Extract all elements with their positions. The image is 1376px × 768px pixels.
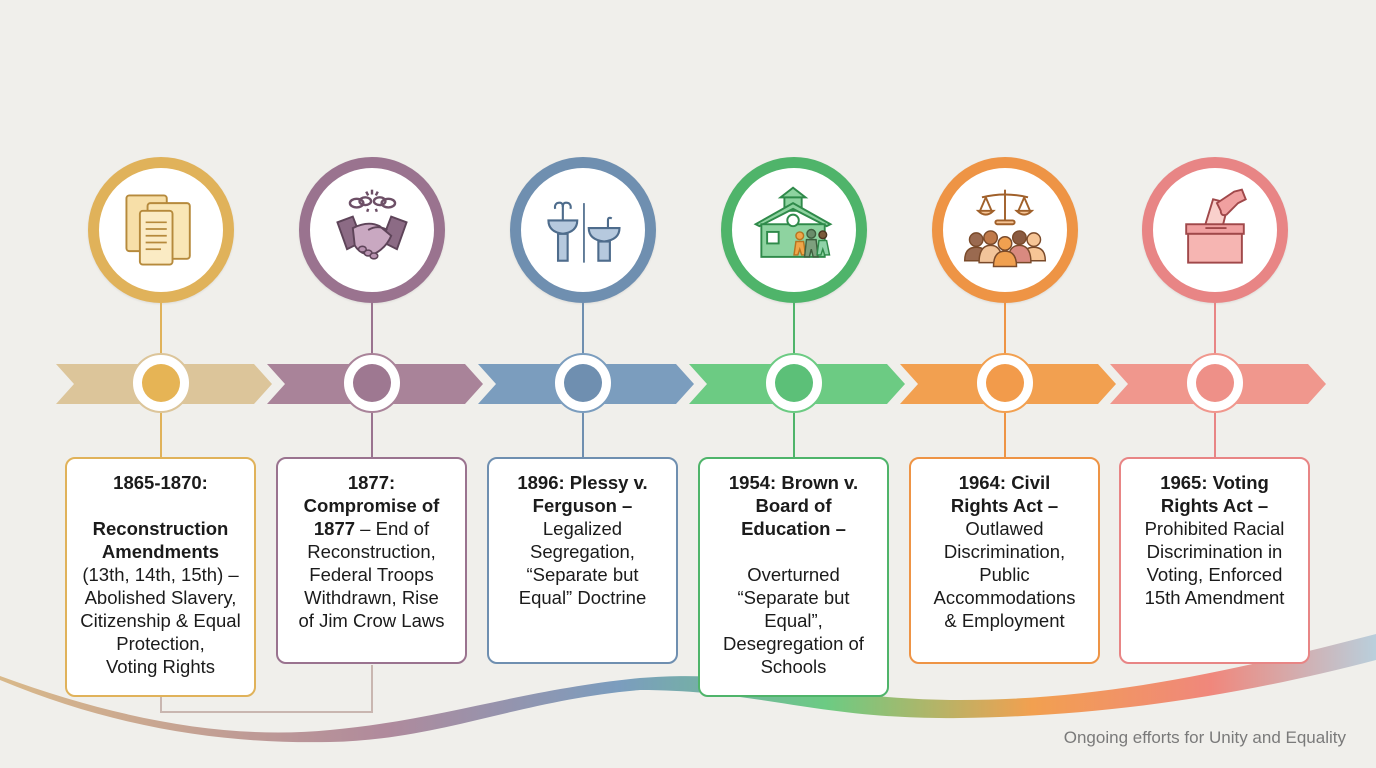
event-description: – End of Reconstruction, Federal Troops … [298,518,445,631]
ballot-box-icon [1185,188,1247,264]
event-card: 1877: Compromise of 1877 – End of Recons… [276,457,467,664]
connector-line [1214,413,1216,458]
timeline-node[interactable] [342,353,402,413]
event-description: Prohibited Racial Discrimination in Voti… [1144,518,1285,608]
segregated-fountains-icon [547,201,621,263]
event-icon-ring [299,157,445,303]
event-title: 1965: Voting Rights Act – [1160,472,1269,516]
event-title: 1896: Plessy v. Ferguson – [517,472,648,516]
event-card: 1954: Brown v. Board of Education – Over… [698,457,889,697]
event-card: 1964: Civil Rights Act – Outlawed Discri… [909,457,1100,664]
event-title: 1865-1870: Reconstruction Amendments [92,472,229,562]
node-dot [986,364,1024,402]
timeline-node[interactable] [1185,353,1245,413]
footer-caption: Ongoing efforts for Unity and Equality [1063,728,1346,747]
event-brown: 1954: Brown v. Board of Education – Over… [689,0,905,768]
node-dot [142,364,180,402]
event-voting-rights-act: 1965: Voting Rights Act – Prohibited Rac… [1110,0,1326,768]
connector-line [160,413,162,458]
event-compromise-1877: 1877: Compromise of 1877 – End of Recons… [267,0,483,768]
event-text: 1877: Compromise of 1877 – End of Recons… [282,471,461,632]
connector-line [1214,303,1216,355]
timeline-node[interactable] [764,353,824,413]
event-icon-ring [932,157,1078,303]
event-description: Outlawed Discrimination, Public Accommod… [933,518,1076,631]
connector-line [1004,413,1006,458]
connector-line [793,413,795,458]
connector-line [371,303,373,355]
node-dot [564,364,602,402]
event-card: 1965: Voting Rights Act – Prohibited Rac… [1119,457,1310,664]
node-dot [775,364,813,402]
event-description: (13th, 14th, 15th) – Abolished Slavery, … [80,564,241,677]
event-plessy: 1896: Plessy v. Ferguson – Legalized Seg… [478,0,694,768]
event-card: 1896: Plessy v. Ferguson – Legalized Seg… [487,457,678,664]
timeline-node[interactable] [975,353,1035,413]
event-card: 1865-1870: Reconstruction Amendments (13… [65,457,256,697]
scroll-documents-icon [125,194,191,266]
connector-line [582,303,584,355]
event-icon-ring [88,157,234,303]
event-icon-ring [510,157,656,303]
connector-line [1004,303,1006,355]
node-dot [1196,364,1234,402]
schoolhouse-children-icon [753,186,833,258]
connector-line [160,303,162,355]
event-title: 1964: Civil Rights Act – [950,472,1059,516]
broken-chain-handshake-icon [336,189,408,260]
timeline-node[interactable] [131,353,191,413]
event-description: Legalized Segregation, “Separate but Equ… [518,518,647,608]
connector-line [793,303,795,355]
event-reconstruction: 1865-1870: Reconstruction Amendments (13… [56,0,272,768]
scales-people-icon [963,189,1047,268]
event-icon-ring [721,157,867,303]
node-dot [353,364,391,402]
event-title: 1954: Brown v. Board of Education – [728,472,859,539]
event-civil-rights-act: 1964: Civil Rights Act – Outlawed Discri… [900,0,1116,768]
event-icon-ring [1142,157,1288,303]
connector-line [582,413,584,458]
event-description: Overturned “Separate but Equal”, Desegre… [723,564,864,677]
event-title: 1877: Compromise of 1877 [303,472,440,539]
connector-line [371,413,373,458]
timeline-node[interactable] [553,353,613,413]
